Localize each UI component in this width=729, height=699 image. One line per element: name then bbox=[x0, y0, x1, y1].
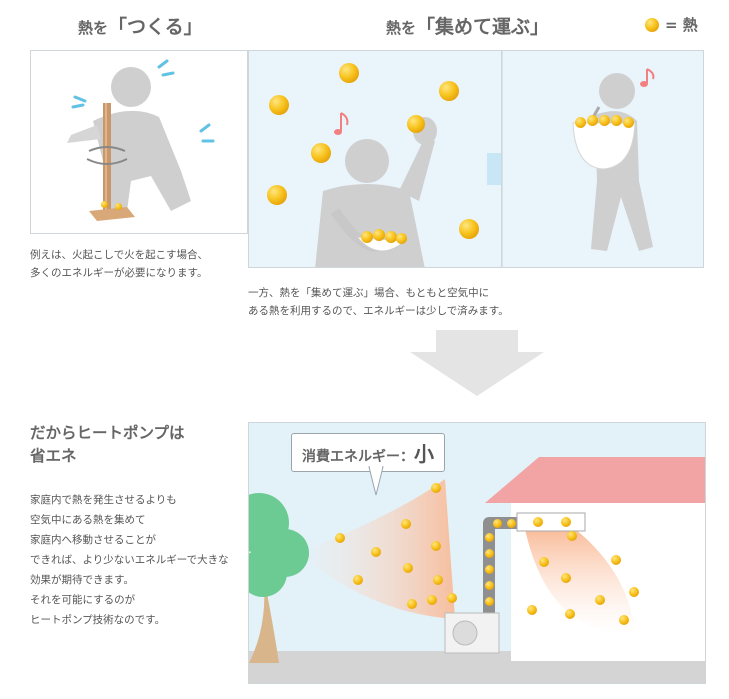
heat-ball-icon bbox=[433, 575, 443, 585]
heat-ball-icon bbox=[599, 115, 610, 126]
conclusion-body-line: 空気中にある熱を集めて bbox=[30, 514, 146, 526]
heat-ball-icon bbox=[575, 117, 586, 128]
heat-ball-icon bbox=[115, 203, 122, 210]
heading-make-prefix: 熱を bbox=[78, 19, 109, 37]
heat-ball-icon bbox=[533, 517, 543, 527]
conclusion-body-line: 効果が期待できます。 bbox=[30, 574, 134, 586]
heading-make: 熱を「つくる」 bbox=[78, 12, 203, 39]
energy-callout-label: 消費エネルギー： bbox=[302, 449, 414, 465]
conclusion-body: 家庭内で熱を発生させるよりも 空気中にある熱を集めて 家庭内へ移動させることが … bbox=[30, 490, 229, 630]
heat-ball-icon bbox=[507, 519, 516, 528]
heat-ball-icon bbox=[407, 115, 425, 133]
panel-make-heat bbox=[30, 50, 248, 234]
music-note-icon bbox=[640, 68, 655, 87]
heat-ball-icon bbox=[645, 17, 659, 32]
panel-heat-pump-scene: 消費エネルギー：小 bbox=[248, 422, 706, 684]
caption-make-line2: 多くのエネルギーが必要になります。 bbox=[30, 267, 208, 279]
heat-ball-icon bbox=[385, 231, 397, 243]
heat-ball-icon bbox=[267, 185, 287, 205]
heat-ball-icon bbox=[611, 555, 621, 565]
heat-ball-icon bbox=[611, 115, 622, 126]
heat-ball-icon bbox=[339, 63, 359, 83]
heat-ball-icon bbox=[485, 533, 494, 542]
caption-make-line1: 例えは、火起こしで火を起こす場合、 bbox=[30, 249, 208, 261]
heat-ball-icon bbox=[431, 541, 441, 551]
heat-ball-icon bbox=[561, 573, 571, 583]
conclusion-body-line: ヒートポンプ技術なのです。 bbox=[30, 614, 166, 626]
conclusion-body-line: 家庭内で熱を発生させるよりも bbox=[30, 494, 177, 506]
legend-label: = 熱 bbox=[665, 16, 698, 34]
heat-ball-icon bbox=[629, 587, 639, 597]
heat-ball-icon bbox=[361, 231, 373, 243]
heat-ball-icon bbox=[565, 609, 575, 619]
heat-ball-icon bbox=[539, 557, 549, 567]
heat-ball-icon bbox=[396, 233, 407, 244]
caption-carry: 一方、熱を「集めて運ぶ」場合、もともと空気中に ある熱を利用するので、エネルギー… bbox=[248, 284, 509, 320]
panel-carry-heat bbox=[502, 50, 704, 268]
heat-ball-icon bbox=[567, 531, 577, 541]
heat-ball-icon bbox=[101, 201, 108, 208]
sweat-drop-icon bbox=[71, 59, 215, 143]
fire-starting-illustration bbox=[67, 59, 215, 221]
heat-ball-icon bbox=[401, 519, 411, 529]
heading-make-main: 「つくる」 bbox=[108, 16, 203, 38]
heat-ball-icon bbox=[371, 547, 381, 557]
conclusion-title-line2: 省エネ bbox=[30, 447, 77, 465]
heading-carry-main: 「集めて運ぶ」 bbox=[416, 16, 550, 38]
heading-carry-prefix: 熱を bbox=[386, 19, 417, 37]
energy-callout: 消費エネルギー：小 bbox=[291, 433, 445, 472]
caption-make: 例えは、火起こしで火を起こす場合、 多くのエネルギーが必要になります。 bbox=[30, 246, 208, 282]
heat-ball-icon bbox=[527, 605, 537, 615]
caption-carry-line1: 一方、熱を「集めて運ぶ」場合、もともと空気中に bbox=[248, 287, 490, 299]
conclusion-body-line: それを可能にするのが bbox=[30, 594, 136, 606]
callout-tail bbox=[368, 465, 384, 496]
heat-ball-icon bbox=[561, 517, 571, 527]
heat-ball-icon bbox=[431, 483, 441, 493]
heat-ball-icon bbox=[427, 595, 437, 605]
energy-callout-value: 小 bbox=[414, 442, 434, 466]
heat-ball-icon bbox=[447, 593, 457, 603]
caption-carry-line2: ある熱を利用するので、エネルギーは少しで済みます。 bbox=[248, 305, 509, 317]
heat-ball-icon bbox=[269, 95, 289, 115]
person-collecting-heat-illustration bbox=[315, 112, 437, 267]
heat-ball-icon bbox=[587, 115, 598, 126]
heat-ball-icon bbox=[485, 565, 494, 574]
heat-ball-icon bbox=[353, 575, 363, 585]
music-note-icon bbox=[334, 112, 349, 135]
conclusion-title-line1: だからヒートポンプは bbox=[30, 424, 185, 442]
heat-ball-icon bbox=[595, 595, 605, 605]
heat-ball-icon bbox=[493, 519, 502, 528]
heat-ball-icon bbox=[485, 549, 494, 558]
heat-ball-icon bbox=[335, 533, 345, 543]
right-arrow-icon bbox=[487, 153, 501, 185]
legend: = 熱 bbox=[645, 14, 698, 35]
panel-collect-heat bbox=[248, 50, 502, 268]
heat-ball-icon bbox=[311, 143, 331, 163]
heat-ball-icon bbox=[485, 581, 494, 590]
heat-ball-icon bbox=[485, 597, 494, 606]
person-carrying-heat-illustration bbox=[572, 68, 655, 252]
heading-carry: 熱を「集めて運ぶ」 bbox=[386, 12, 549, 39]
heat-ball-icon bbox=[623, 117, 634, 128]
heat-ball-icon bbox=[407, 599, 417, 609]
heat-ball-icon bbox=[459, 219, 479, 239]
heat-ball-icon bbox=[619, 615, 629, 625]
conclusion-body-line: できれば、より少ないエネルギーで大きな bbox=[30, 554, 229, 566]
heat-ball-icon bbox=[373, 229, 385, 241]
conclusion-title: だからヒートポンプは 省エネ bbox=[30, 422, 185, 468]
conclusion-body-line: 家庭内へ移動させることが bbox=[30, 534, 156, 546]
heat-ball-icon bbox=[403, 563, 413, 573]
heat-ball-icon bbox=[439, 81, 459, 101]
